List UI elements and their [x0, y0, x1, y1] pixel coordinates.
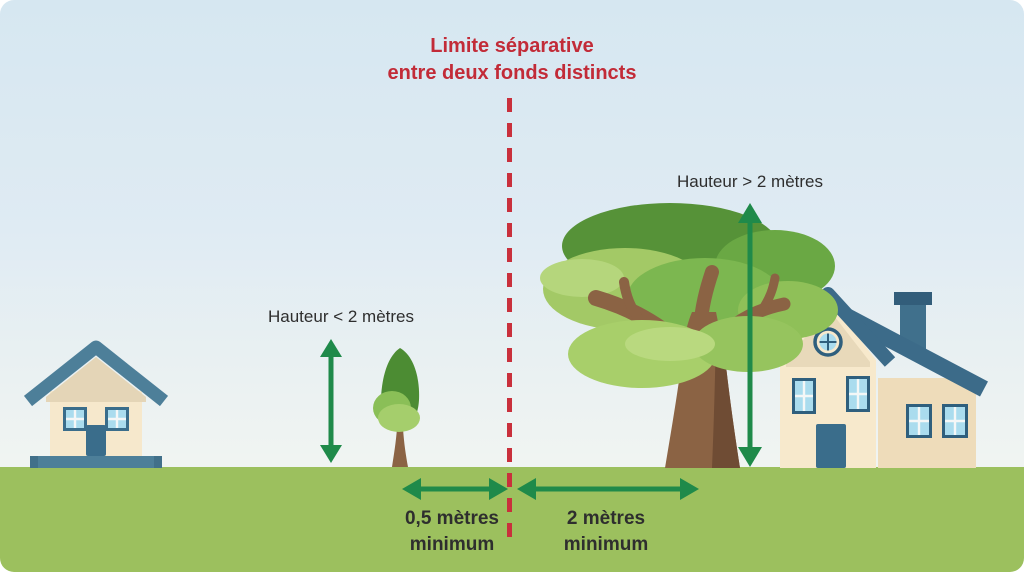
house-window [63, 407, 87, 431]
small-tree-height-arrow [314, 338, 348, 464]
large-tree-illustration [540, 203, 838, 468]
large-tree-height-label: Hauteur > 2 mètres [677, 172, 823, 191]
double-arrow-vertical-icon [320, 339, 342, 463]
double-arrow-vertical-icon [738, 203, 762, 467]
house-window [942, 404, 968, 438]
tree-foliage-back [540, 203, 838, 339]
diagram-title-line2: entre deux fonds distincts [387, 62, 637, 84]
small-house-illustration [23, 340, 169, 468]
diagram-title-line1: Limite séparative [430, 35, 594, 57]
grass-ground [0, 467, 1024, 572]
dashed-boundary-line-icon [507, 98, 512, 548]
small-tree-illustration [373, 348, 420, 467]
tree-foliage-front [568, 316, 803, 388]
double-arrow-horizontal-icon [402, 478, 508, 500]
tree-foliage-light [378, 404, 420, 432]
right-distance-arrow [515, 473, 701, 505]
tree-trunk [392, 428, 408, 467]
house-base-front [38, 456, 154, 468]
diagram-title: Limite séparative entre deux fonds disti… [388, 33, 637, 87]
large-tree-icon [520, 186, 850, 471]
house-window [105, 407, 129, 431]
house-door [86, 425, 106, 456]
large-house-illustration [760, 287, 988, 468]
round-window [813, 327, 843, 357]
small-tree-icon [362, 344, 442, 469]
house-window [792, 378, 816, 414]
small-tree-height-label: Hauteur < 2 mètres [268, 307, 414, 326]
large-tree-height-arrow [733, 202, 767, 468]
left-distance-qualifier: minimum [409, 534, 495, 555]
large-house-icon [760, 282, 992, 468]
right-distance-label: 2 mètres minimum [564, 506, 648, 558]
left-distance-label: 0,5 mètres minimum [405, 506, 499, 558]
chimney-cap [894, 292, 932, 305]
right-distance-qualifier: minimum [563, 534, 649, 555]
house-window [906, 404, 932, 438]
double-arrow-horizontal-icon [517, 478, 699, 500]
left-distance-value: 0,5 mètres [404, 508, 500, 529]
house-window [846, 376, 870, 412]
eave-shadow [46, 357, 146, 402]
small-house-icon [16, 333, 176, 469]
left-distance-arrow [400, 473, 510, 505]
house-door [816, 424, 846, 468]
house-roof [23, 340, 169, 407]
right-distance-value: 2 mètres [566, 508, 646, 529]
